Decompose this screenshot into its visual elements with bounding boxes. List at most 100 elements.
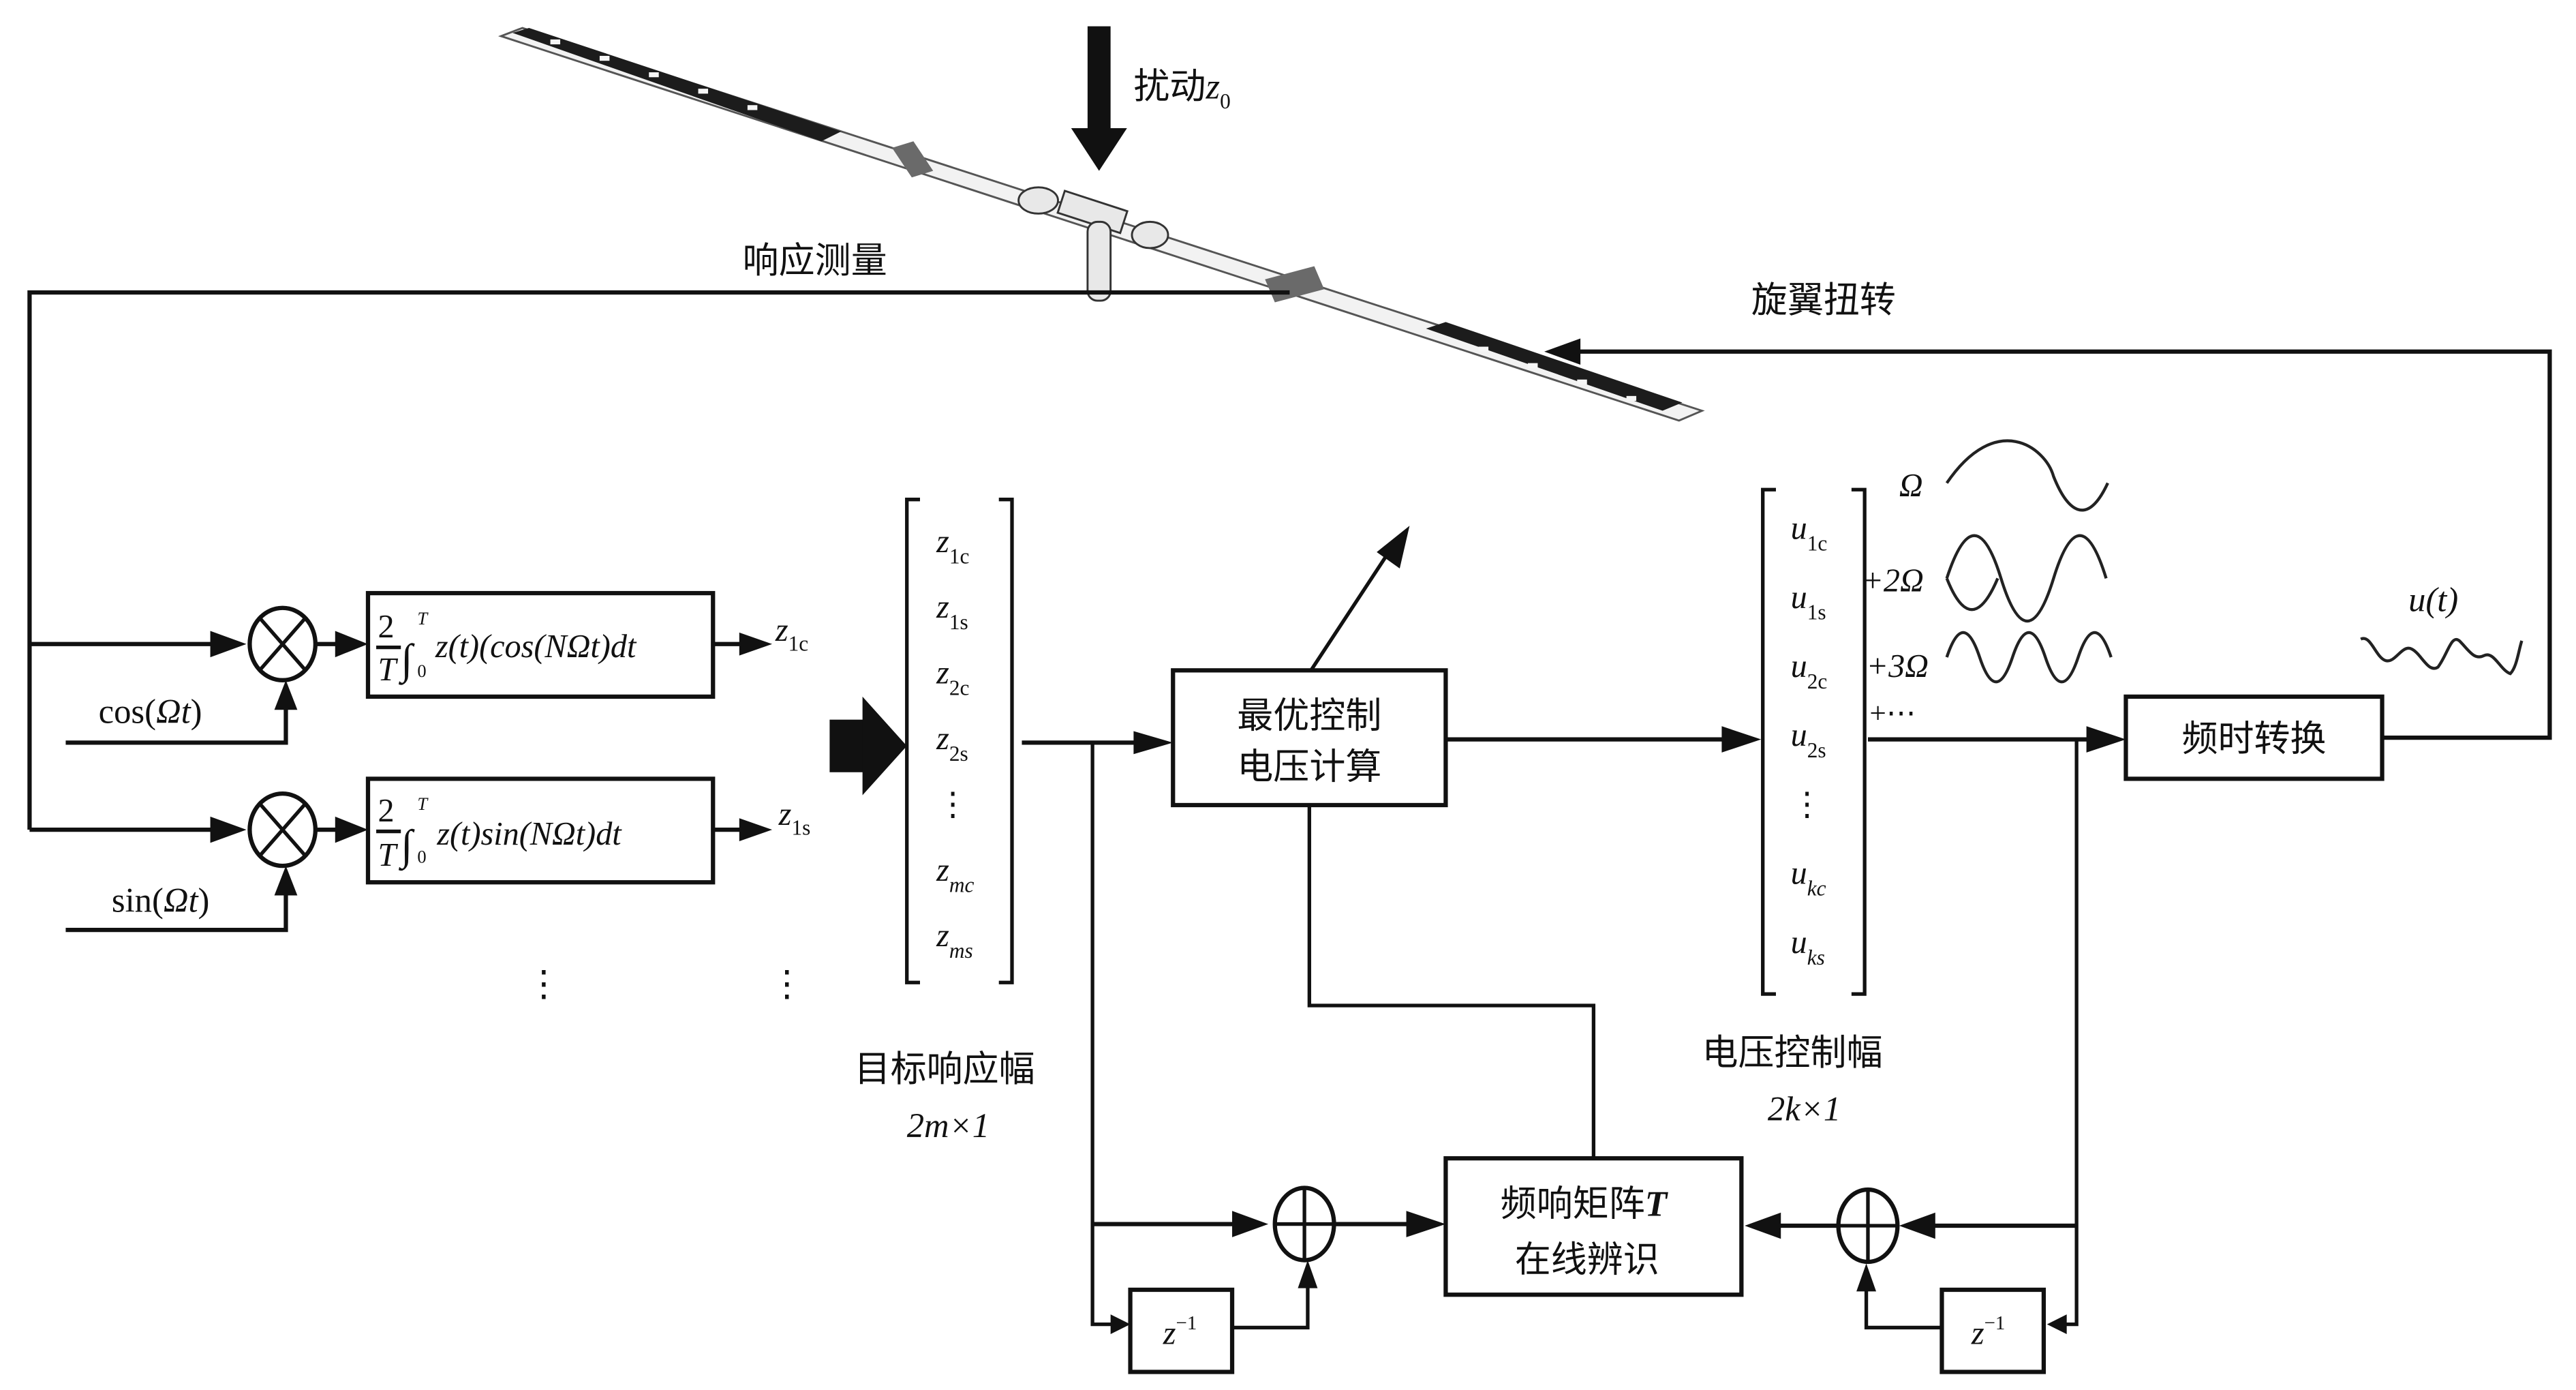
target-vector-entry: z2c	[936, 655, 969, 700]
multiplier-cos	[247, 605, 318, 682]
sin-input-line	[65, 888, 288, 933]
harmonic-label-more: +⋯	[1869, 697, 1916, 729]
adaptive-arrow-line	[1309, 544, 1395, 671]
svg-text:在线辨识: 在线辨识	[1515, 1238, 1659, 1280]
vdots-right: ⋮	[769, 965, 805, 1004]
arrowhead	[739, 632, 773, 656]
wave-2x	[1945, 534, 2108, 622]
arrowhead	[274, 866, 298, 896]
target-response-vector: z1c z1s z2c z2s ⋮ zmc zms	[905, 498, 1014, 984]
control-vector-dim: 2k×1	[1768, 1090, 1841, 1128]
arrowhead	[1721, 726, 1762, 753]
control-vector-entry: u2c	[1791, 648, 1828, 693]
svg-text:T: T	[417, 794, 429, 814]
target-vector-entry: z1s	[936, 589, 968, 634]
target-vector-entry: ⋮	[936, 786, 969, 822]
arrowhead	[2086, 726, 2126, 753]
svg-text:2: 2	[378, 609, 394, 645]
svg-text:频响矩阵T: 频响矩阵T	[1501, 1183, 1669, 1225]
response-measurement-label: 响应测量	[743, 239, 887, 282]
control-vector-entry: u1s	[1791, 579, 1826, 624]
sum-junction-left	[1272, 1185, 1336, 1263]
arrowhead	[1298, 1260, 1318, 1288]
control-vector-entry: ⋮	[1791, 786, 1824, 822]
svg-text:2: 2	[378, 793, 394, 829]
arrowhead	[1232, 1211, 1269, 1237]
svg-text:z(t)sin(NΩt)dt: z(t)sin(NΩt)dt	[436, 816, 622, 852]
delay-right-to-sum	[1864, 1284, 1942, 1330]
integrator-sin-block: 2 T ∫ T 0 z(t)sin(NΩt)dt	[365, 776, 716, 885]
arrowhead	[1406, 1211, 1446, 1237]
integrator-cos-block: 2 T ∫ T 0 z(t)(cos(NΩt)dt	[365, 590, 716, 699]
arrowhead	[1745, 1212, 1781, 1239]
sin-input-label: sin(Ωt)	[112, 881, 209, 920]
harmonic-label-3: +3Ω	[1867, 648, 1929, 684]
optimal-to-identify-line	[1307, 804, 1596, 1159]
arrowhead	[335, 631, 368, 658]
arrowhead	[1110, 1314, 1131, 1335]
arrowhead	[1856, 1263, 1877, 1292]
target-vector-entry: z1c	[936, 524, 969, 569]
arrowhead	[2046, 1314, 2067, 1335]
rotor-twist-label: 旋翼扭转	[1751, 279, 1896, 321]
sum-junction-right	[1836, 1187, 1900, 1265]
svg-text:T: T	[417, 608, 429, 629]
svg-text:z(t)(cos(NΩt)dt: z(t)(cos(NΩt)dt	[435, 629, 637, 665]
output-z1s: z1s	[778, 796, 811, 839]
svg-text:0: 0	[417, 661, 426, 681]
harmonic-label-1: Ω	[1899, 468, 1923, 504]
rotor-blade-illustration	[497, 27, 1705, 422]
target-vector-entry: z2s	[936, 721, 968, 766]
vdots-left: ⋮	[525, 965, 562, 1004]
control-branch-line	[2063, 739, 2079, 1327]
arrowhead	[210, 816, 247, 843]
rotor-hub	[1017, 186, 1169, 302]
harmonic-waves: Ω +2Ω +3Ω +⋯	[1861, 439, 2113, 729]
disturbance-label: 扰动z0	[1133, 65, 1230, 113]
target-vector-entry: zms	[936, 918, 973, 963]
target-vector-dim: 2m×1	[907, 1106, 990, 1145]
svg-text:z−1: z−1	[1163, 1312, 1197, 1352]
arrowhead	[1544, 338, 1581, 365]
svg-text:∫: ∫	[398, 635, 415, 685]
control-vector-entry: uks	[1791, 924, 1825, 969]
control-vector-entry: u2s	[1791, 717, 1826, 762]
optimal-control-block: 最优控制 电压计算	[1171, 668, 1448, 808]
multiplier-sin	[247, 791, 318, 868]
arrowhead	[210, 631, 247, 658]
frequency-response-identification-block: 频响矩阵T 在线辨识	[1443, 1156, 1744, 1297]
target-vector-title: 目标响应幅	[855, 1048, 1035, 1090]
disturbance-arrow	[1071, 26, 1127, 171]
arrowhead	[1899, 1212, 1935, 1239]
wave-3x	[1945, 631, 2113, 684]
cos-input-line	[65, 703, 288, 745]
arrowhead	[1133, 731, 1174, 755]
harmonic-label-2: +2Ω	[1861, 563, 1923, 599]
control-vector-title: 电压控制幅	[1702, 1031, 1883, 1074]
arrowhead	[335, 816, 368, 843]
target-branch-line	[1090, 742, 1118, 1327]
rotor-twist-line	[1561, 349, 2552, 740]
output-z1c: z1c	[775, 612, 808, 655]
svg-text:最优控制: 最优控制	[1237, 695, 1381, 737]
delay-left-to-sum	[1232, 1281, 1310, 1330]
target-vector-entry: zmc	[936, 852, 974, 897]
wave-1x	[1945, 439, 2109, 512]
freq-time-conversion-block: 频时转换	[2123, 694, 2385, 781]
svg-text:频时转换: 频时转换	[2181, 717, 2326, 759]
ut-waveform	[2360, 637, 2524, 676]
arrowhead	[739, 818, 773, 842]
cos-input-label: cos(Ωt)	[99, 692, 202, 730]
svg-text:∫: ∫	[398, 821, 415, 871]
ut-label: u(t)	[2408, 581, 2458, 619]
svg-text:z−1: z−1	[1971, 1312, 2006, 1352]
response-measurement-line	[27, 290, 1290, 830]
delay-block-right: z−1	[1939, 1287, 2046, 1374]
svg-text:电压计算: 电压计算	[1237, 745, 1381, 787]
svg-text:0: 0	[417, 846, 426, 866]
svg-text:T: T	[378, 652, 398, 688]
delay-block-left: z−1	[1128, 1287, 1235, 1374]
arrowhead	[274, 680, 298, 710]
